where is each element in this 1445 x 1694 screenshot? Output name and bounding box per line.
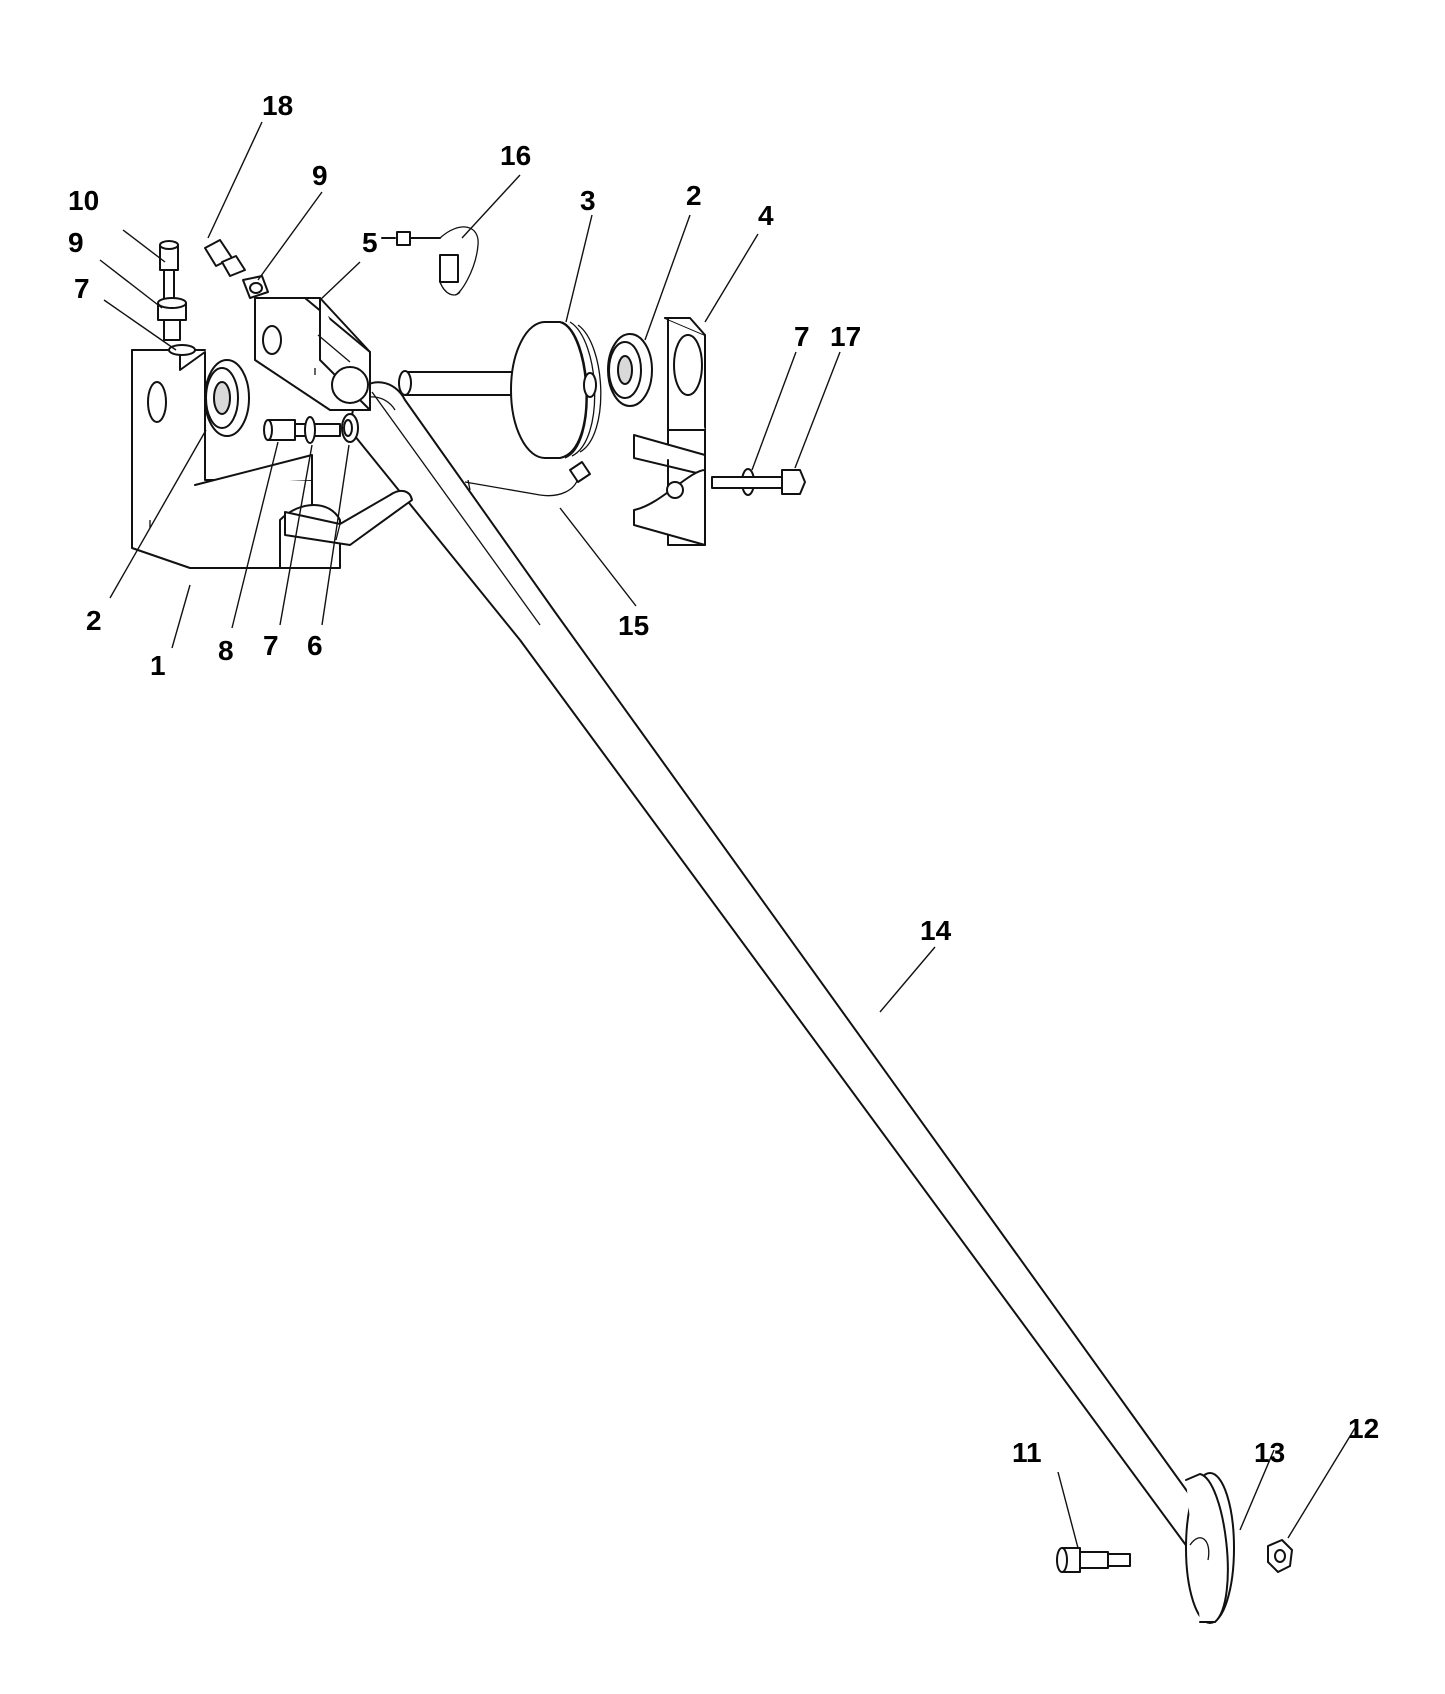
callout-7-center: 7 bbox=[263, 630, 279, 661]
bracket-tube-lug bbox=[284, 489, 413, 546]
callout-2-left: 2 bbox=[86, 605, 102, 636]
callout-7-left: 7 bbox=[74, 273, 90, 304]
callout-9-left: 9 bbox=[68, 227, 84, 258]
part-7-washer-left bbox=[168, 344, 196, 356]
callout-17: 17 bbox=[830, 321, 861, 352]
callout-3: 3 bbox=[580, 185, 596, 216]
part-17-bolt bbox=[711, 469, 806, 495]
callout-12: 12 bbox=[1348, 1413, 1379, 1444]
part-11-shoulder-bolt bbox=[1056, 1547, 1131, 1573]
part-13-end-plate bbox=[1185, 1472, 1235, 1624]
callout-11: 11 bbox=[1012, 1437, 1042, 1468]
callout-1: 1 bbox=[150, 650, 166, 681]
callout-18: 18 bbox=[262, 90, 293, 121]
callout-14: 14 bbox=[920, 915, 952, 946]
callout-9-top: 9 bbox=[312, 160, 328, 191]
callout-5: 5 bbox=[362, 227, 378, 258]
callout-16: 16 bbox=[500, 140, 531, 171]
callout-7-right: 7 bbox=[794, 321, 810, 352]
callout-15: 15 bbox=[618, 610, 649, 641]
part-15-sensor-lead bbox=[464, 461, 591, 497]
callout-10: 10 bbox=[68, 185, 99, 216]
callout-2-right: 2 bbox=[686, 180, 702, 211]
part-2-bearing-left bbox=[204, 359, 250, 437]
part-9-nut-top bbox=[242, 275, 269, 299]
part-8-bolt bbox=[263, 419, 341, 441]
part-6-spacer bbox=[341, 413, 359, 443]
part-9-nut-left bbox=[157, 297, 187, 341]
callout-labels: 18 9 16 3 2 4 10 9 7 5 7 17 2 1 8 7 6 15… bbox=[68, 90, 1379, 1468]
part-4-right-bracket bbox=[633, 317, 706, 546]
part-16-lanyard-pin bbox=[381, 226, 479, 296]
part-10-bolt bbox=[159, 240, 179, 301]
part-3-pulley-shaft bbox=[398, 321, 602, 459]
part-7-washer-center bbox=[304, 416, 316, 444]
part-18-bolt bbox=[204, 239, 246, 277]
part-12-nut bbox=[1267, 1539, 1293, 1573]
callout-13: 13 bbox=[1254, 1437, 1285, 1468]
callout-6: 6 bbox=[307, 630, 323, 661]
leader-lines bbox=[99, 121, 1356, 1549]
part-2-bearing-right bbox=[607, 333, 653, 407]
part-5-center-block bbox=[254, 297, 371, 411]
part-14-tube-arm bbox=[344, 381, 1216, 1549]
callout-8: 8 bbox=[218, 635, 234, 666]
callout-4: 4 bbox=[758, 200, 774, 231]
